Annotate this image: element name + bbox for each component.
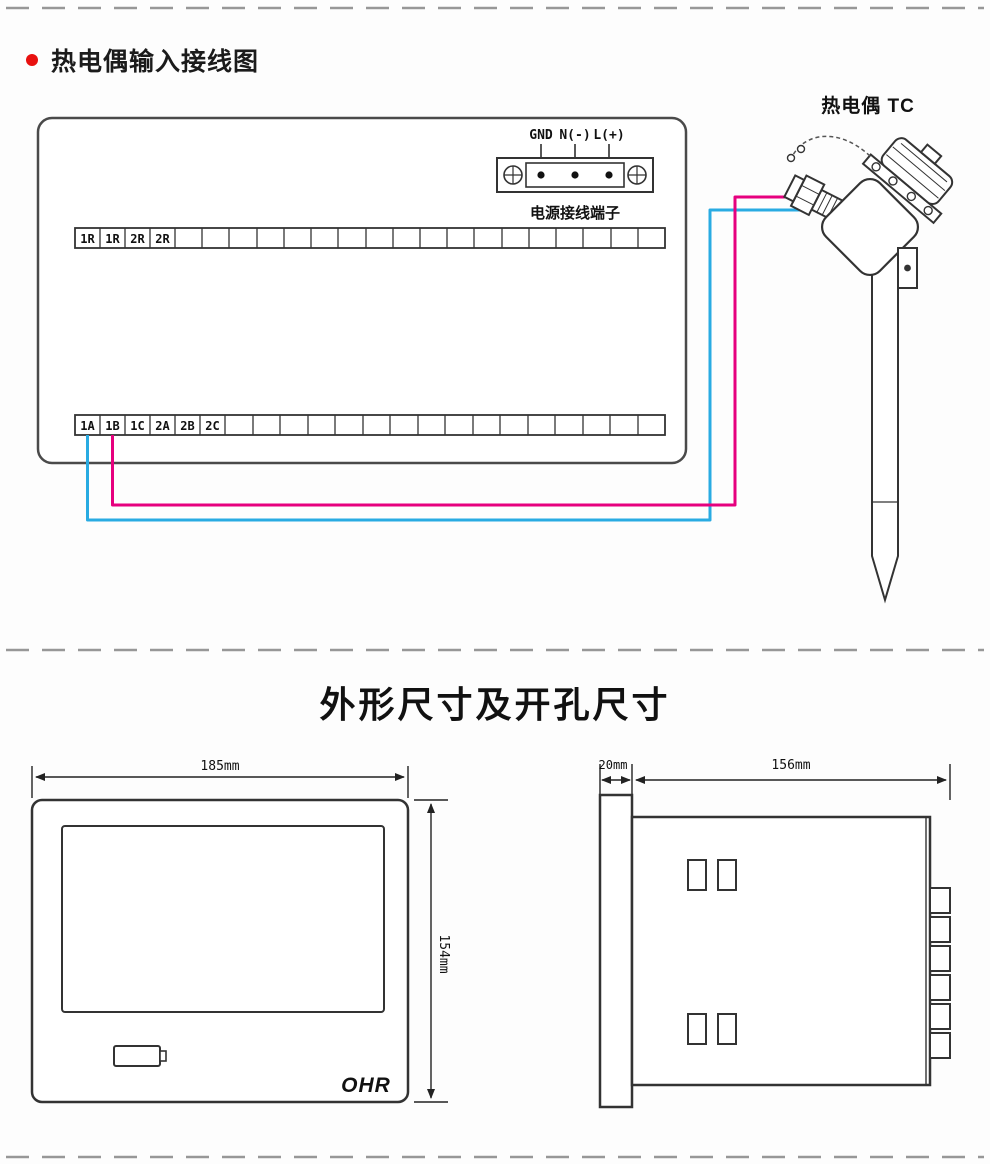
dimension-depth-label: 20mm	[599, 758, 628, 772]
power-terminal-dot-n	[571, 171, 579, 179]
terminal-label: 1C	[130, 419, 144, 433]
terminal-label: 2B	[180, 419, 194, 433]
dimension-width-label: 185mm	[200, 759, 239, 774]
bullet-icon	[26, 54, 38, 66]
power-terminal-dot-l	[605, 171, 613, 179]
power-block-caption: 电源接线端子	[530, 204, 620, 222]
chain-link	[796, 144, 806, 154]
thermocouple-probe	[871, 262, 899, 604]
terminal-dividers	[99, 228, 639, 248]
wiring-diagram-canvas: GND N(-) L(+) 电源接线端子 1R 1R 2	[6, 6, 984, 652]
power-label-n: N(-)	[559, 128, 590, 143]
dimension-width: 185mm	[31, 759, 409, 798]
battery-icon	[113, 1045, 167, 1067]
thermocouple-head	[820, 177, 920, 277]
power-terminal-block: GND N(-) L(+) 电源接线端子	[496, 128, 654, 222]
screw-icon	[627, 165, 647, 185]
power-terminal-dot-gnd	[537, 171, 545, 179]
wire-blue	[86, 208, 808, 522]
section1-title-row: 热电偶输入接线图	[26, 42, 259, 78]
side-body	[630, 815, 932, 1087]
thermocouple-cap	[861, 137, 954, 225]
wire-pink	[111, 195, 802, 507]
terminal-label: 1B	[105, 419, 119, 433]
front-view: OHR	[30, 798, 410, 1104]
terminal-strip-top: 1R 1R 2R 2R	[74, 227, 666, 249]
power-label-gnd: GND	[529, 128, 553, 143]
dimension-depth: 20mm 156mm	[599, 758, 951, 800]
side-front-panel	[598, 793, 634, 1109]
section1-title: 热电偶输入接线图	[51, 48, 260, 76]
terminal-label: 2R	[130, 232, 145, 246]
terminal-dividers	[99, 415, 639, 435]
terminal-label: 2R	[155, 232, 170, 246]
mounting-clamp-slots	[687, 859, 737, 1045]
power-label-l: L(+)	[593, 128, 624, 143]
dimension-height-label: 154mm	[436, 934, 451, 973]
dimension-length-label: 156mm	[771, 758, 810, 773]
terminal-label: 1R	[105, 232, 120, 246]
terminal-label: 2C	[205, 419, 219, 433]
terminal-label: 2A	[155, 419, 170, 433]
terminal-label: 1A	[80, 419, 95, 433]
thermocouple-label: 热电偶 TC	[821, 94, 915, 117]
brand-logo: OHR	[341, 1074, 391, 1097]
instrument-outline-box	[36, 116, 688, 465]
rear-terminal-blocks	[929, 887, 951, 1059]
chain-link	[786, 153, 796, 163]
dimension-drawing-canvas: 185mm OHR 154mm 20mm 156mm	[6, 758, 984, 1159]
terminal-strip-bottom: 1A 1B 1C 2A 2B 2C	[74, 414, 666, 436]
cap-chain	[792, 135, 871, 157]
bracket-screw-icon	[904, 264, 911, 272]
section2-title: 外形尺寸及开孔尺寸	[319, 684, 671, 725]
dimension-height: 154mm	[414, 799, 451, 1103]
screw-icon	[503, 165, 523, 185]
terminal-label: 1R	[80, 232, 95, 246]
thermocouple-gland	[783, 174, 845, 222]
thermocouple-drawing: 热电偶 TC	[783, 94, 954, 604]
front-screen	[61, 825, 385, 1013]
side-view	[598, 793, 951, 1109]
